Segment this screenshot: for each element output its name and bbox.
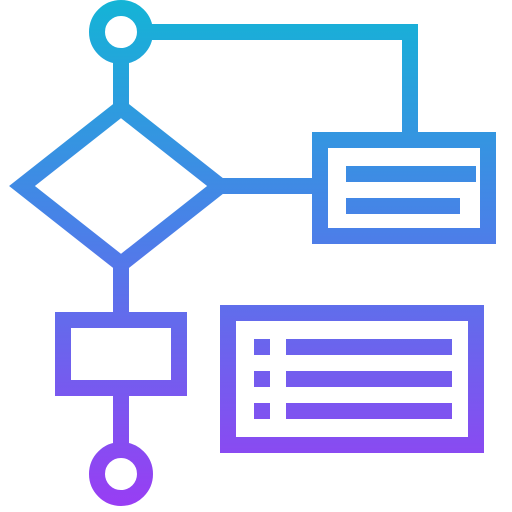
- process-box: [312, 132, 496, 244]
- list-bullet-1: [254, 339, 270, 355]
- list-line-2: [286, 371, 452, 387]
- list-panel: [220, 305, 484, 453]
- decision-diamond: [9, 97, 233, 275]
- list-bullet-2: [254, 371, 270, 387]
- list-line-3: [286, 403, 452, 419]
- step-box: [55, 312, 187, 396]
- start-node-circle: [89, 0, 153, 64]
- end-node-circle: [89, 442, 153, 506]
- process-line-2: [346, 198, 460, 214]
- list-bullet-3: [254, 403, 270, 419]
- list-line-1: [286, 339, 452, 355]
- process-line-1: [346, 166, 476, 182]
- connector-start-to-process: [145, 24, 418, 136]
